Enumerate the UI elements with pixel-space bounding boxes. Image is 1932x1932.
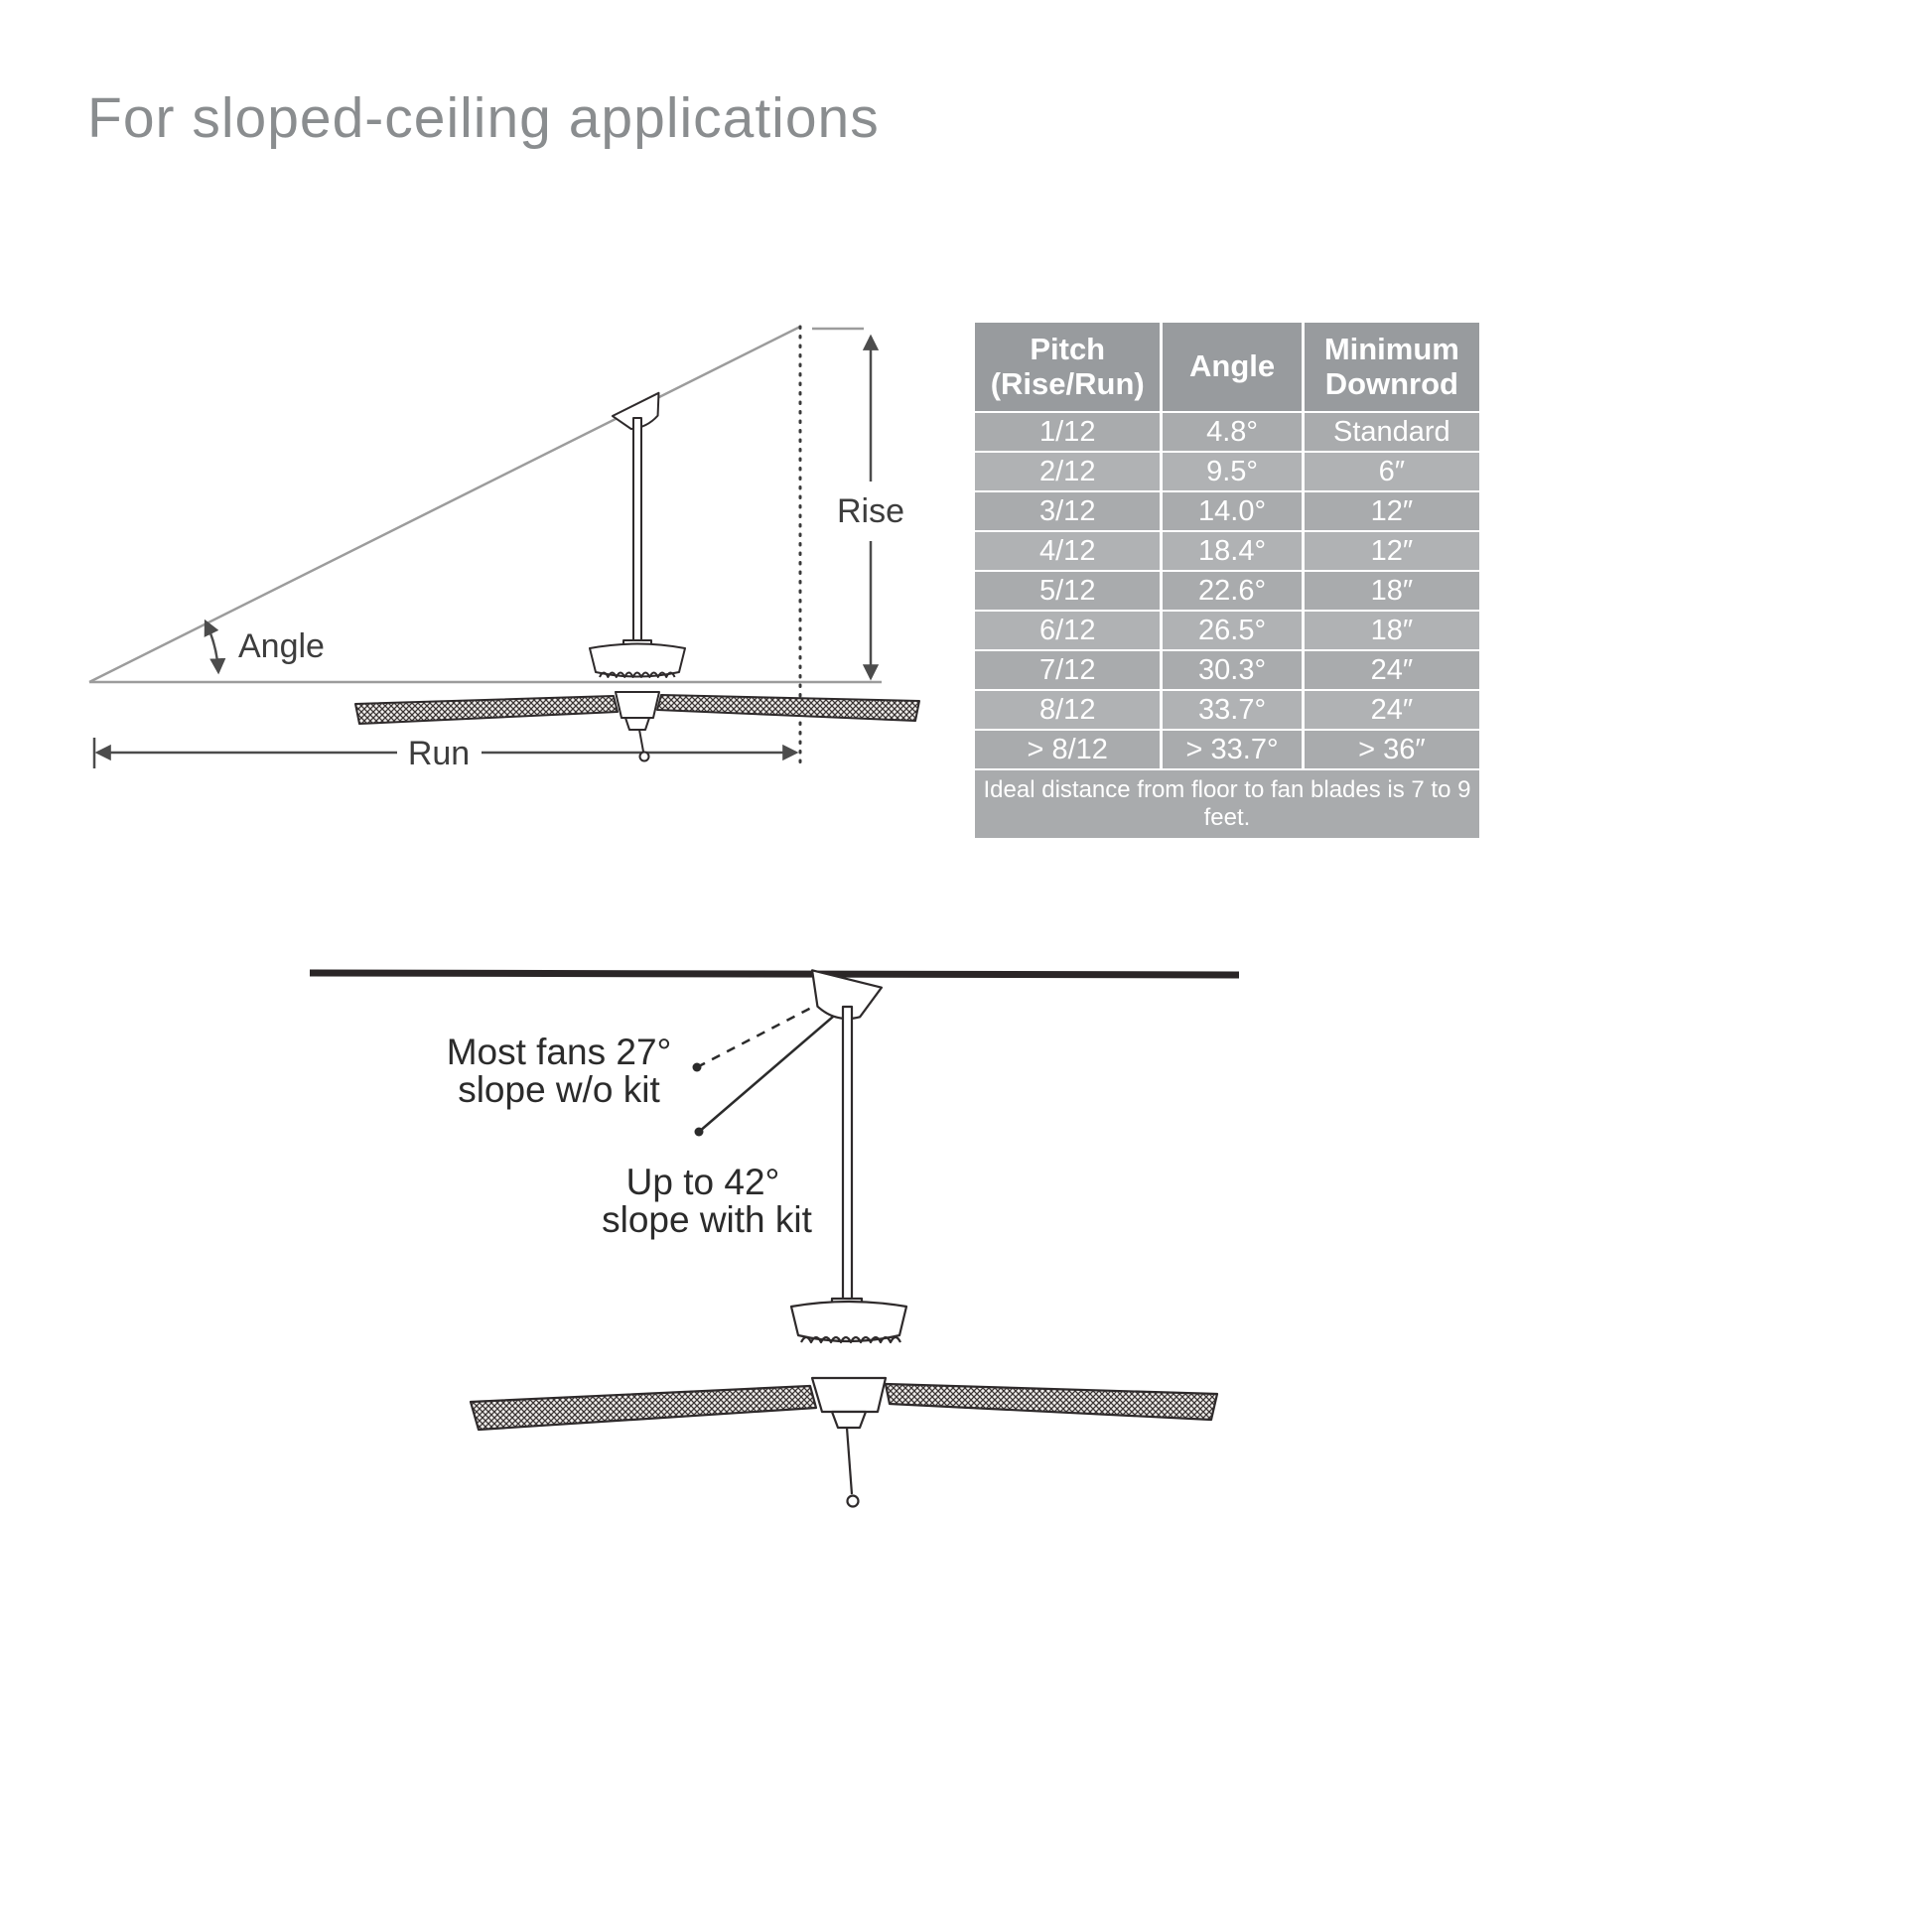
cell-downrod: 12″	[1301, 490, 1479, 532]
header-pitch-line1: Pitch	[1030, 332, 1106, 366]
fan-canopy	[611, 391, 660, 431]
angle-label: Angle	[238, 627, 325, 665]
cell-angle: 33.7°	[1160, 689, 1304, 731]
cell-pitch: 3/12	[975, 490, 1162, 532]
header-downrod-line2: Downrod	[1324, 365, 1458, 401]
no-kit-label-line2: slope w/o kit	[458, 1069, 660, 1110]
fan-blade-hub	[615, 691, 660, 719]
cell-pitch: 1/12	[975, 411, 1162, 453]
sloped-ceiling-line	[88, 325, 801, 684]
kit-label-line1: Up to 42°	[626, 1162, 780, 1202]
cell-pitch: 5/12	[975, 570, 1162, 612]
angle-arc-arrow	[204, 619, 226, 675]
table-footnote: Ideal distance from floor to fan blades …	[975, 768, 1479, 839]
page-title: For sloped-ceiling applications	[87, 86, 880, 150]
fan-blade-right	[656, 694, 920, 722]
table-row: 5/12 22.6° 18″	[975, 570, 1479, 612]
cell-pitch: 2/12	[975, 451, 1162, 492]
cell-downrod: 6″	[1301, 451, 1479, 492]
pointer-dashed-dot	[692, 1062, 702, 1072]
fan-finial	[830, 1410, 868, 1430]
table-row: 7/12 30.3° 24″	[975, 649, 1479, 691]
table-header-row: Pitch (Rise/Run) Angle Minimum Downrod	[975, 323, 1479, 413]
run-label: Run	[408, 735, 470, 772]
fan-finial	[624, 717, 650, 731]
table-row: 3/12 14.0° 12″	[975, 490, 1479, 532]
cell-pitch: 8/12	[975, 689, 1162, 731]
run-arrow	[92, 738, 799, 768]
rise-label: Rise	[837, 492, 904, 530]
fan-scallop-band	[599, 671, 676, 678]
cell-downrod: 12″	[1301, 530, 1479, 572]
cell-downrod: 24″	[1301, 689, 1479, 731]
slope-kit-diagram: Most fans 27° slope w/o kit Up to 42° sl…	[309, 969, 1240, 1508]
cell-angle: 26.5°	[1160, 610, 1304, 651]
cell-pitch: 6/12	[975, 610, 1162, 651]
fan-motor-housing	[789, 1300, 908, 1343]
cell-angle: > 33.7°	[1160, 729, 1304, 770]
fan-blade-hub	[810, 1376, 888, 1414]
pointer-solid-line	[698, 1004, 848, 1133]
fan-pull-chain-ball	[846, 1494, 860, 1508]
cell-angle: 30.3°	[1160, 649, 1304, 691]
header-downrod: Minimum Downrod	[1301, 323, 1479, 413]
header-pitch: Pitch (Rise/Run)	[975, 323, 1162, 413]
ceiling-line	[309, 969, 1240, 979]
table-row: > 8/12 > 33.7° > 36″	[975, 729, 1479, 770]
fan-downrod	[841, 1005, 854, 1305]
cell-downrod: 24″	[1301, 649, 1479, 691]
table-row: 1/12 4.8° Standard	[975, 411, 1479, 453]
cell-downrod: Standard	[1301, 411, 1479, 453]
table-row: 4/12 18.4° 12″	[975, 530, 1479, 572]
table-footnote-row: Ideal distance from floor to fan blades …	[975, 768, 1479, 839]
cell-angle: 18.4°	[1160, 530, 1304, 572]
header-angle: Angle	[1160, 323, 1304, 413]
slope-rise-run-diagram: Rise Run Angle	[88, 325, 920, 772]
fan-blade-right	[884, 1382, 1219, 1422]
cell-pitch: > 8/12	[975, 729, 1162, 770]
cell-pitch: 7/12	[975, 649, 1162, 691]
ceiling-fan-illustration	[469, 969, 1219, 1508]
fan-scallop-band	[800, 1335, 901, 1344]
cell-downrod: 18″	[1301, 570, 1479, 612]
fan-pull-chain	[638, 729, 644, 753]
header-angle-label: Angle	[1189, 348, 1276, 384]
header-downrod-line1: Minimum	[1323, 332, 1459, 366]
cell-angle: 14.0°	[1160, 490, 1304, 532]
ceiling-fan-illustration	[354, 391, 920, 762]
fan-blade-left	[469, 1384, 818, 1432]
table-row: 6/12 26.5° 18″	[975, 610, 1479, 651]
kit-label-line2: slope with kit	[602, 1199, 813, 1240]
table-row: 2/12 9.5° 6″	[975, 451, 1479, 492]
cell-downrod: > 36″	[1301, 729, 1479, 770]
header-pitch-line2: (Rise/Run)	[990, 365, 1145, 401]
fan-pull-chain	[845, 1427, 854, 1495]
cell-pitch: 4/12	[975, 530, 1162, 572]
downrod-table: Pitch (Rise/Run) Angle Minimum Downrod 1…	[975, 323, 1479, 839]
no-kit-label-line1: Most fans 27°	[447, 1032, 672, 1072]
fan-downrod	[632, 417, 642, 643]
cell-angle: 22.6°	[1160, 570, 1304, 612]
cell-angle: 4.8°	[1160, 411, 1304, 453]
fan-blade-left	[354, 695, 619, 725]
fan-canopy	[810, 969, 884, 1021]
fan-pull-chain-ball	[638, 751, 650, 762]
cell-downrod: 18″	[1301, 610, 1479, 651]
table-row: 8/12 33.7° 24″	[975, 689, 1479, 731]
pointer-solid-dot	[694, 1127, 704, 1137]
cell-angle: 9.5°	[1160, 451, 1304, 492]
